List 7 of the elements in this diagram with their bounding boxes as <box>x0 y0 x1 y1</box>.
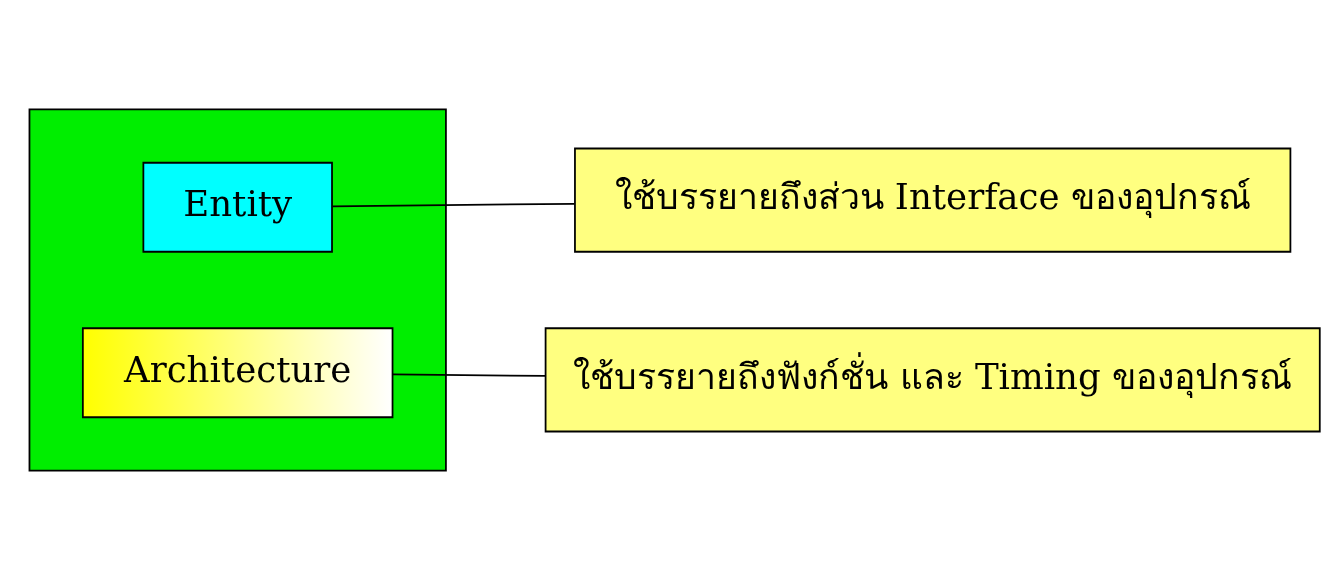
node-box: ใช้บรรยายถึงฟังก์ชั่น และ Timing ของอุปกรณ์ <box>544 327 1321 433</box>
node-box: Entity <box>142 161 333 253</box>
node-box: ใช้บรรยายถึงส่วน Interface ของอุปกรณ์ <box>574 147 1292 253</box>
connector <box>392 373 547 377</box>
cluster <box>28 108 447 472</box>
connector <box>331 202 576 208</box>
node-box: Architecture <box>81 327 394 419</box>
